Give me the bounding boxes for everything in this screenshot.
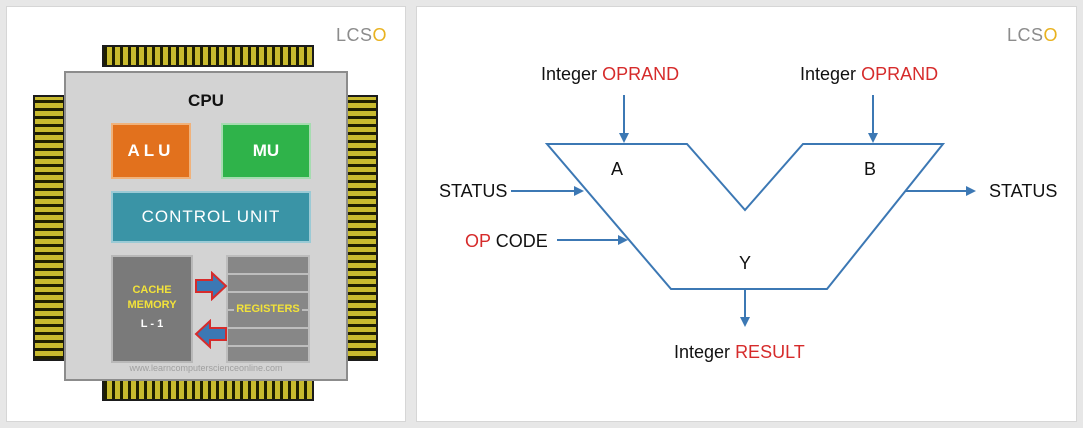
registers-block: REGISTERS <box>226 255 310 363</box>
cpu-chip: CPU ALU MU CONTROL UNIT CACHE MEMORY L -… <box>64 71 348 381</box>
result-label: Integer RESULT <box>674 342 805 362</box>
cpu-title: CPU <box>188 91 224 110</box>
website-watermark: www.learncomputerscienceonline.com <box>129 363 283 373</box>
cache-label-line3: L - 1 <box>140 318 164 330</box>
cpu-panel: LCSO CPU ALU MU CONTROL UNIT CACHE MEMOR… <box>6 6 406 422</box>
mu-block: MU <box>221 123 311 179</box>
cache-memory-block: CACHE MEMORY L - 1 <box>111 255 193 363</box>
result-y-letter: Y <box>739 253 752 273</box>
register-to-cache-arrow-icon <box>194 319 227 349</box>
input-b-label: Integer OPRAND <box>800 64 939 84</box>
control-unit-block: CONTROL UNIT <box>111 191 311 243</box>
status-output-label: STATUS <box>989 181 1058 201</box>
lcso-logo: LCSO <box>1006 25 1058 45</box>
cpu-pins-top <box>102 45 314 67</box>
registers-label: REGISTERS <box>234 303 302 315</box>
lcso-logo: LCSO <box>335 25 387 45</box>
alu-diagram-panel: LCSO Integer OPRAND Integer OPRAND A B Y… <box>416 6 1077 422</box>
opcode-label: OP CODE <box>465 231 548 251</box>
input-a-label: Integer OPRAND <box>541 64 680 84</box>
operand-b-letter: B <box>864 159 877 179</box>
cpu-pins-left <box>33 95 65 361</box>
alu-block: ALU <box>111 123 191 179</box>
cpu-pins-right <box>346 95 378 361</box>
alu-symbol <box>511 95 976 327</box>
operand-a-letter: A <box>611 159 624 179</box>
cache-to-register-arrow-icon <box>195 271 228 301</box>
cpu-pins-bottom <box>102 379 314 401</box>
cache-label-line2: MEMORY <box>127 299 177 311</box>
cache-label-line1: CACHE <box>132 284 172 296</box>
alu-shape <box>544 143 946 290</box>
status-input-label: STATUS <box>439 181 508 201</box>
